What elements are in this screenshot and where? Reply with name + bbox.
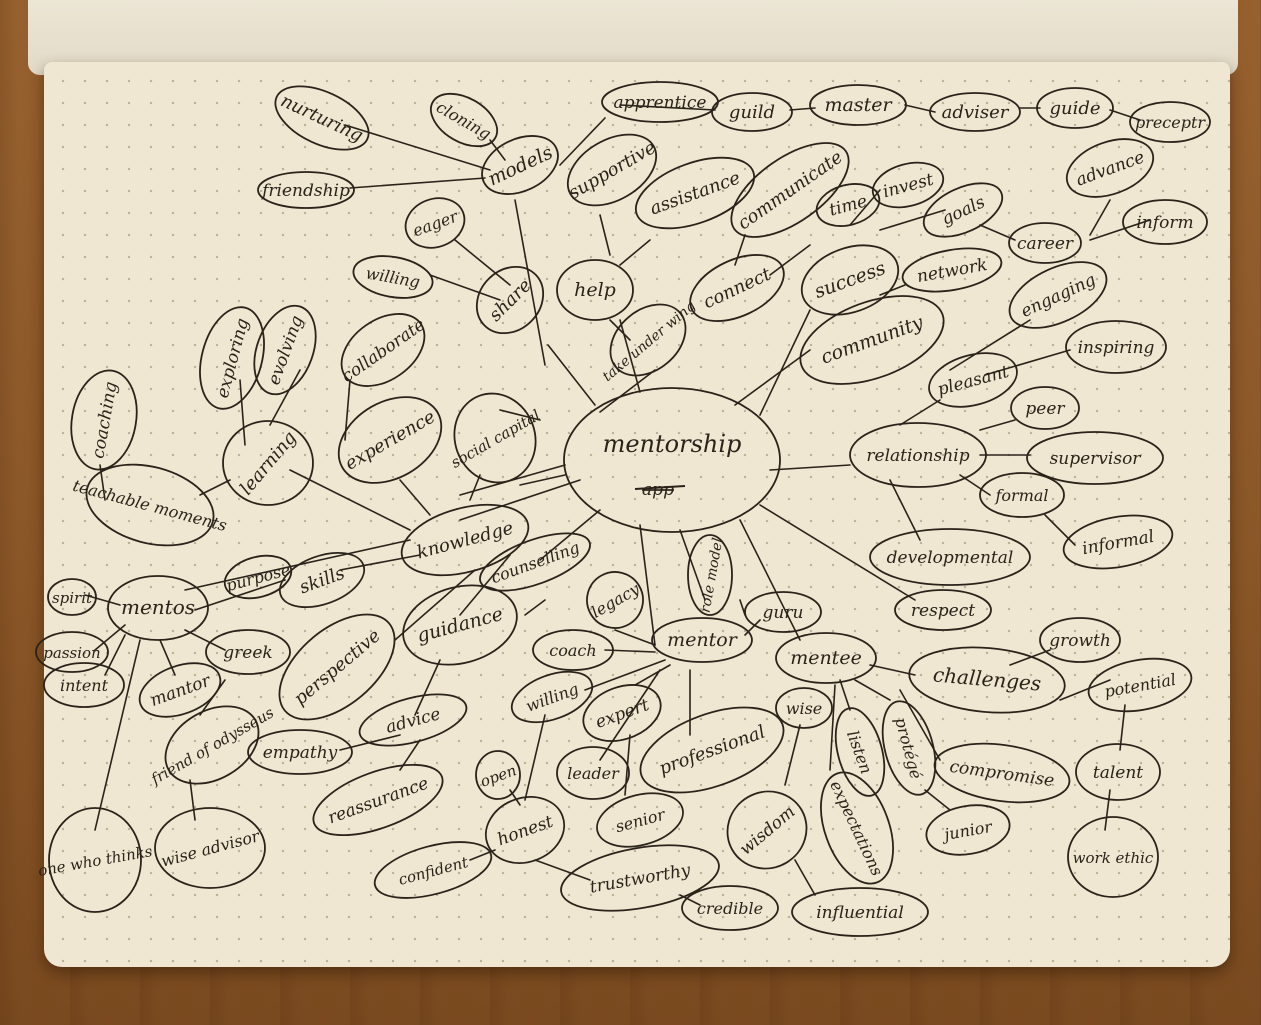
node-guru: guru: [763, 603, 804, 623]
node-wise: wise: [786, 699, 823, 718]
node-friendship: friendship: [260, 181, 350, 201]
node-credible: credible: [697, 899, 763, 918]
node-goals: goals: [939, 192, 989, 229]
node-knowledge: knowledge: [415, 518, 516, 564]
node-potential: potential: [1103, 670, 1177, 701]
node-eager: eager: [410, 206, 461, 240]
node-network: network: [915, 255, 988, 287]
node-exploring: exploring: [213, 316, 253, 400]
node-mentor: mentor: [667, 629, 739, 651]
node-counselling: counselling: [488, 538, 582, 588]
node-role-model: role model: [698, 537, 727, 614]
node-teachable-moments: teachable moments: [71, 476, 229, 535]
node-perspective: perspective: [290, 625, 385, 709]
node-listen: listen: [843, 728, 876, 776]
node-talent: talent: [1093, 763, 1143, 783]
node-supervisor: supervisor: [1050, 449, 1142, 469]
node-ellipses: [35, 81, 1211, 937]
node-social-capital: social capital: [448, 406, 544, 472]
node-work-ethic: work ethic: [1073, 849, 1154, 867]
node-spirit: spirit: [52, 589, 93, 607]
node-honest: honest: [495, 812, 556, 851]
node-cloning: cloning: [433, 97, 494, 143]
node-time: time: [827, 191, 869, 220]
node-pleasant: pleasant: [935, 362, 1011, 400]
node-preceptor: preceptr: [1135, 113, 1206, 132]
node-formal: formal: [994, 486, 1048, 505]
node-wise-advisor: wise advisor: [159, 826, 263, 871]
node-growth: growth: [1049, 631, 1111, 651]
node-intent: intent: [60, 676, 109, 695]
node-willing-mid: willing: [523, 679, 581, 716]
node-coach: coach: [549, 641, 596, 660]
node-leader: leader: [567, 764, 620, 783]
node-developmental: developmental: [887, 548, 1014, 568]
node-advice: advice: [384, 704, 443, 738]
node-take-under-wing: take under wing: [600, 298, 699, 385]
node-wisdom: wisdom: [736, 802, 799, 860]
node-legacy: legacy: [588, 579, 644, 622]
node-guild: guild: [729, 102, 775, 123]
node-inspiring: inspiring: [1078, 338, 1155, 358]
node-inform: inform: [1136, 213, 1193, 233]
node-invest: invest: [881, 170, 936, 203]
node-respect: respect: [911, 601, 975, 621]
node-junior: junior: [940, 817, 995, 845]
node-willing-top: willing: [364, 263, 421, 291]
node-mentee: mentee: [790, 647, 862, 669]
connector-lines: [84, 104, 1151, 906]
node-challenges: challenges: [932, 662, 1042, 695]
node-greek: greek: [223, 643, 272, 663]
node-nurturing: nurturing: [277, 90, 366, 146]
node-informal: informal: [1081, 527, 1156, 559]
node-learning: learning: [236, 427, 301, 499]
node-one-who-thinks: one who thinks: [37, 842, 154, 880]
node-experience: experience: [342, 406, 439, 474]
node-success: success: [811, 257, 888, 303]
node-supportive: supportive: [565, 137, 660, 204]
node-master: master: [824, 94, 893, 116]
node-community: community: [818, 311, 926, 368]
node-mentos: mentos: [121, 595, 195, 619]
node-center-label: mentorship: [603, 430, 742, 458]
node-help: help: [574, 279, 616, 301]
node-apprentice: apprentice: [614, 93, 707, 113]
node-guide: guide: [1049, 98, 1100, 119]
node-empathy: empathy: [263, 743, 338, 763]
node-coaching: coaching: [88, 380, 121, 460]
strikethrough-app: [634, 485, 686, 490]
node-share: share: [485, 275, 536, 326]
node-senior: senior: [613, 804, 668, 836]
node-open: open: [478, 761, 519, 791]
node-relationship: relationship: [866, 446, 969, 466]
node-skills: skills: [297, 563, 348, 599]
node-career: career: [1017, 234, 1074, 254]
node-confident: confident: [397, 853, 471, 889]
node-passion: passion: [43, 644, 100, 662]
node-center-note: app: [642, 480, 674, 500]
node-influential: influential: [816, 903, 904, 923]
node-evolving: evolving: [264, 313, 308, 388]
node-compromise: compromise: [948, 757, 1055, 791]
node-reassurance: reassurance: [325, 773, 431, 828]
node-models: models: [485, 141, 557, 190]
node-engaging: engaging: [1018, 270, 1099, 322]
node-collaborate: collaborate: [338, 315, 429, 387]
node-adviser: adviser: [942, 102, 1010, 123]
node-purpose: purpose: [224, 560, 292, 595]
node-guidance: guidance: [415, 603, 506, 647]
node-peer: peer: [1025, 399, 1065, 419]
node-trustworthy: trustworthy: [588, 860, 692, 897]
